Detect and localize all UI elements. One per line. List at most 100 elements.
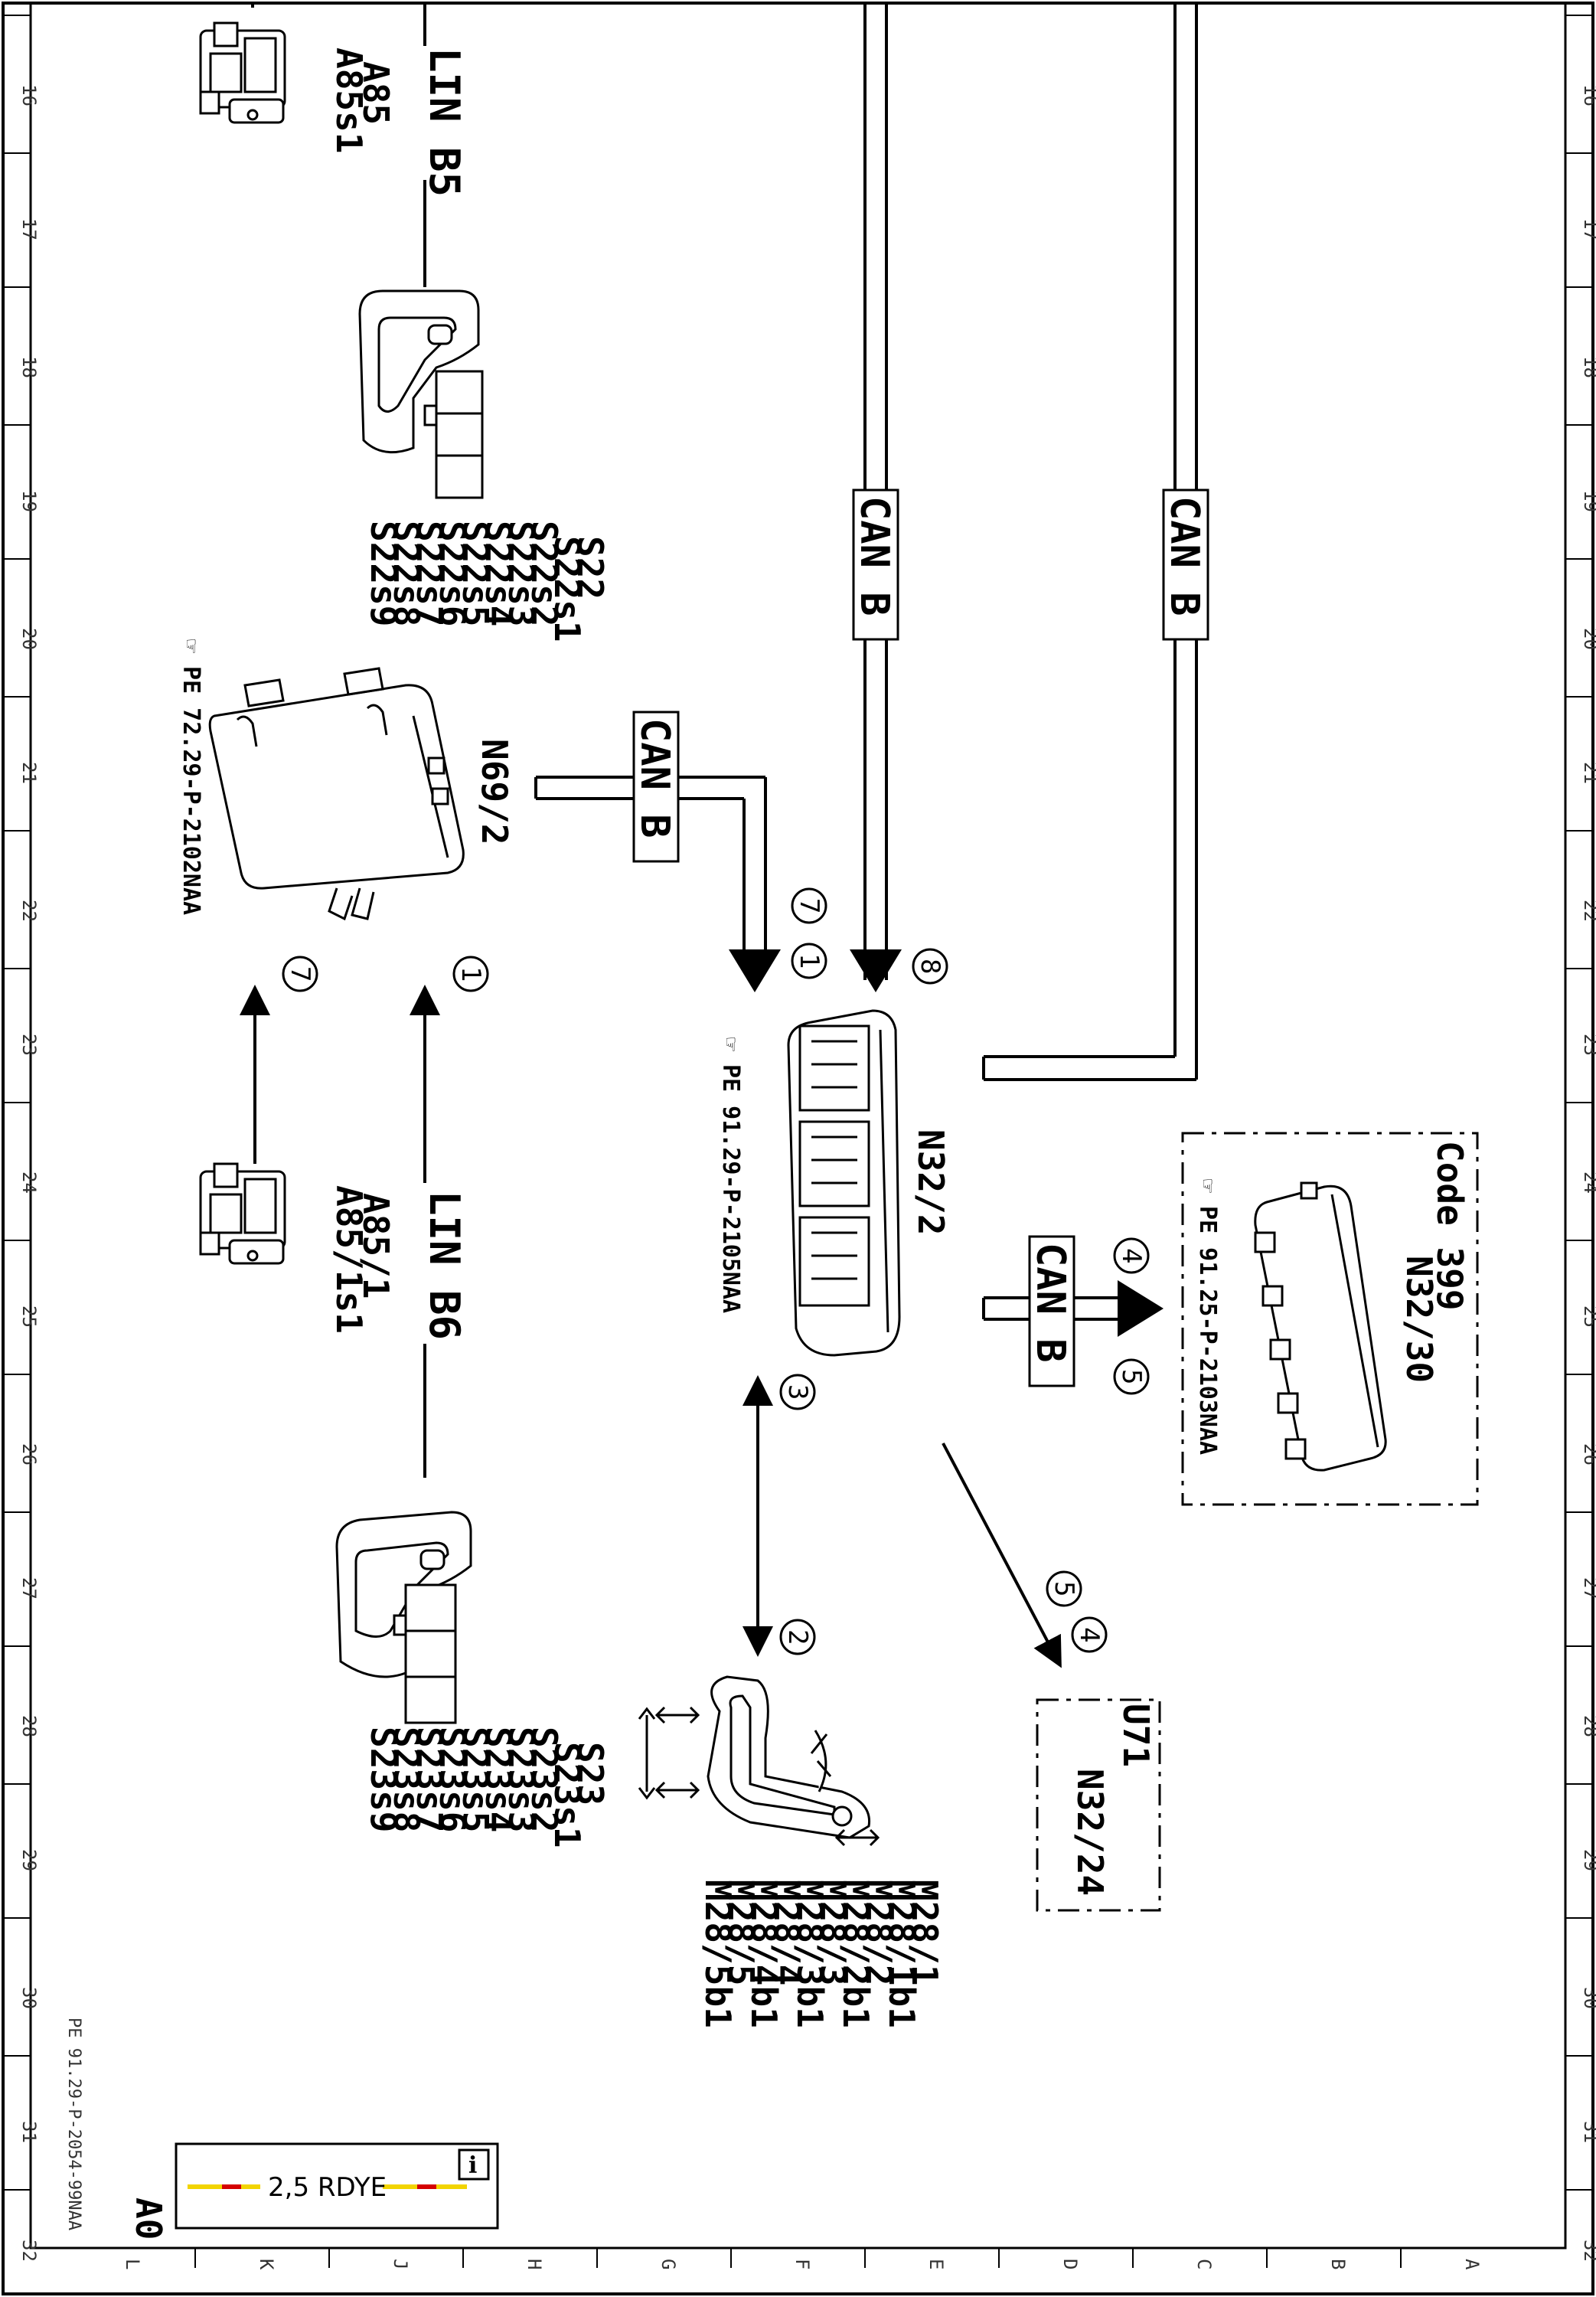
row-number: 27 xyxy=(18,1577,40,1599)
svg-text:S22s1: S22s1 xyxy=(547,536,588,642)
page-size-label: A0 xyxy=(128,2197,169,2240)
column-letter: C xyxy=(1193,2259,1215,2269)
signal-number: 4 xyxy=(1116,1248,1147,1263)
signal-number: 3 xyxy=(782,1384,813,1400)
signal-numbers: 7 1 8 1 7 3 2 4 5 5 4 xyxy=(285,898,1147,1645)
row-number: 19 xyxy=(18,490,40,512)
row-number: 21 xyxy=(1580,762,1596,784)
svg-text:A85/1: A85/1 xyxy=(355,1193,397,1299)
column-letter: A xyxy=(1461,2259,1483,2270)
svg-text:A85/1s1: A85/1s1 xyxy=(328,1185,370,1334)
svg-text:CAN B: CAN B xyxy=(851,496,897,616)
column-letter: F xyxy=(791,2259,813,2269)
lin-b6-label: LIN B6 xyxy=(420,1191,468,1340)
n32-30-label: N32/30 xyxy=(1399,1256,1440,1383)
svg-text:S22s6: S22s6 xyxy=(432,521,473,626)
svg-text:S22s3: S22s3 xyxy=(501,521,542,626)
svg-text:PE 91.25-P-2103NAA: PE 91.25-P-2103NAA xyxy=(1194,1206,1221,1455)
svg-text:M28/1: M28/1 xyxy=(904,1880,945,1985)
svg-text:CAN B: CAN B xyxy=(1027,1243,1073,1363)
row-number: 16 xyxy=(18,84,40,106)
row-number: 21 xyxy=(18,762,40,784)
signal-number: 4 xyxy=(1074,1627,1105,1642)
row-number: 25 xyxy=(18,1305,40,1328)
info-icon[interactable]: i xyxy=(458,2148,490,2181)
row-number: 29 xyxy=(1580,1849,1596,1871)
column-letter: J xyxy=(390,2259,411,2269)
svg-text:M28/1b1: M28/1b1 xyxy=(881,1880,922,2028)
column-letter: L xyxy=(122,2259,143,2269)
n32-30-reference: ☞ PE 91.25-P-2103NAA xyxy=(1194,1179,1221,1455)
row-number: 23 xyxy=(1580,1034,1596,1056)
signal-4-5-arrow xyxy=(942,1443,1062,1668)
can-b-arrow-4-5 xyxy=(1118,1280,1164,1337)
svg-text:S23s6: S23s6 xyxy=(432,1727,473,1832)
signal-number: 5 xyxy=(1049,1581,1079,1596)
row-number: 31 xyxy=(18,2121,40,2143)
signal-number: 5 xyxy=(1116,1369,1147,1384)
u71-code-label: U71 xyxy=(1115,1704,1157,1767)
svg-text:S22: S22 xyxy=(570,536,611,600)
row-number: 31 xyxy=(1580,2121,1596,2143)
svg-text:PE 72.29-P-2102NAA: PE 72.29-P-2102NAA xyxy=(178,666,204,915)
svg-text:M28/5b1: M28/5b1 xyxy=(697,1880,739,2028)
column-letter: E xyxy=(925,2259,947,2269)
column-letter: K xyxy=(256,2259,277,2270)
signal-number: 1 xyxy=(455,966,486,982)
row-number: 20 xyxy=(1580,628,1596,650)
s22-labels: S22 S22s1 S22s2 S22s3 S22s4 S22s5 S22s6 … xyxy=(363,521,611,642)
a85-labels: A85 A85s1 xyxy=(328,47,397,153)
n32-2-label: N32/2 xyxy=(910,1129,951,1235)
row-number: 18 xyxy=(18,356,40,378)
row-number: 27 xyxy=(1580,1577,1596,1599)
svg-text:M28/4b1: M28/4b1 xyxy=(743,1880,785,2028)
n32-2-reference: ☞ PE 91.29-P-2105NAA xyxy=(717,1037,744,1313)
column-letter: H xyxy=(524,2259,545,2269)
row-number: 17 xyxy=(1580,218,1596,240)
row-number: 26 xyxy=(18,1443,40,1465)
n69-2-control-unit-icon xyxy=(208,667,465,921)
row-numbers-left: 16 17 18 19 20 21 22 23 24 25 26 27 28 2… xyxy=(18,84,40,2262)
s23-switch-icon xyxy=(335,1511,472,1724)
row-number: 30 xyxy=(1580,1987,1596,2009)
n32-2-control-unit-icon xyxy=(787,1009,901,1357)
pointer-hand-icon: ☞ xyxy=(1194,1179,1221,1193)
row-number: 18 xyxy=(1580,356,1596,378)
row-number: 19 xyxy=(1580,490,1596,512)
can-b-arrow-8 xyxy=(850,949,902,992)
row-number: 16 xyxy=(1580,84,1596,106)
column-letters: L K J H G F E D C B A xyxy=(122,2259,1483,2270)
s22-switch-icon xyxy=(358,289,484,499)
row-number: 20 xyxy=(18,628,40,650)
svg-text:S23s8: S23s8 xyxy=(386,1727,427,1832)
svg-text:CAN B: CAN B xyxy=(1161,496,1207,616)
row-number: 30 xyxy=(18,1987,40,2009)
can-b-arrow-1-7 xyxy=(729,949,781,992)
row-number: 28 xyxy=(1580,1715,1596,1737)
row-number: 24 xyxy=(18,1171,40,1194)
u71-labels: U71 N32/24 xyxy=(1069,1704,1157,1896)
can-b-label: CAN B xyxy=(632,711,680,863)
svg-text:S23s1: S23s1 xyxy=(547,1742,588,1848)
n32-30-labels: Code 399 N32/30 xyxy=(1399,1141,1470,1383)
lin-b5-line xyxy=(251,3,426,287)
signal-number: 2 xyxy=(782,1629,813,1645)
can-b-label: CAN B xyxy=(851,488,899,641)
svg-text:CAN B: CAN B xyxy=(632,718,677,838)
pointer-hand-icon: ☞ xyxy=(717,1037,744,1051)
svg-text:M28/5: M28/5 xyxy=(720,1880,762,1985)
signal-number: 7 xyxy=(285,966,315,982)
can-b-label: CAN B xyxy=(1161,488,1209,641)
svg-text:S22s9: S22s9 xyxy=(363,521,404,626)
svg-text:S23: S23 xyxy=(570,1742,611,1805)
signal-number: 8 xyxy=(915,959,945,974)
a85-1-switch-icon xyxy=(199,1162,286,1265)
m28-labels: M28/1 M28/1b1 M28/2 M28/2b1 M28/3 M28/3b… xyxy=(697,1880,945,2028)
svg-text:PE 91.29-P-2105NAA: PE 91.29-P-2105NAA xyxy=(717,1064,744,1313)
row-number: 32 xyxy=(1580,2240,1596,2262)
signal-number: 1 xyxy=(794,953,824,969)
svg-text:M28/2: M28/2 xyxy=(858,1880,899,1985)
column-letter: G xyxy=(658,2259,679,2269)
wire-legend: 2,5 RDYE i xyxy=(175,2142,499,2230)
